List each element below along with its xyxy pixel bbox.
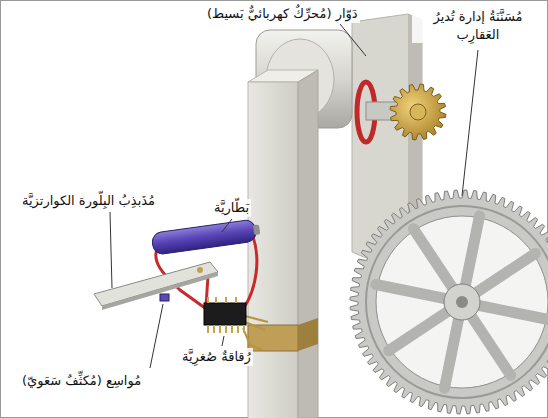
battery-terminal xyxy=(253,224,260,235)
leader-line xyxy=(340,24,366,56)
gear-axle xyxy=(456,296,468,308)
chip xyxy=(204,297,246,333)
gear-teeth xyxy=(350,190,548,414)
leader-line xyxy=(222,219,232,232)
part-label: مُواسِع (مُكثِّفٌ سَعَويّ) xyxy=(20,372,143,390)
coil-side xyxy=(298,318,318,351)
big-gear xyxy=(350,190,548,414)
part-label: دَوّار (مُحرِّكٌ كهربائيٌّ بَسيط) xyxy=(205,5,360,23)
gear-hub xyxy=(444,284,480,320)
gold-wire xyxy=(243,316,268,350)
gear-hub xyxy=(410,104,426,120)
leader-line xyxy=(150,304,163,368)
quartz-oscillator xyxy=(94,262,218,306)
leader-line xyxy=(462,50,478,196)
leader-line xyxy=(222,336,224,346)
battery-body xyxy=(151,219,257,255)
small-gear xyxy=(390,84,446,140)
gear-rim xyxy=(366,206,548,398)
chip-pins xyxy=(208,297,244,333)
leader-line xyxy=(110,212,112,288)
chip-body xyxy=(204,303,246,325)
quartz-edge xyxy=(102,272,218,310)
battery xyxy=(151,218,261,255)
red-wire xyxy=(245,234,257,306)
gear-inner xyxy=(376,216,548,388)
part-label: مُذَبذِبُ البِلّورة الكوارتزيَّة xyxy=(20,192,157,210)
part-label: رُقاقةٌ صُغرِيَّة xyxy=(180,348,253,366)
gear-teeth xyxy=(390,84,446,140)
quartz-contact xyxy=(197,267,203,273)
part-label: مُسَنَّنَةُ إدارة تُديرُ العَقارِب xyxy=(412,8,544,43)
pillar-side xyxy=(298,70,318,418)
part-label: بَطّاريَّة xyxy=(212,199,251,217)
capacitor xyxy=(160,294,169,301)
